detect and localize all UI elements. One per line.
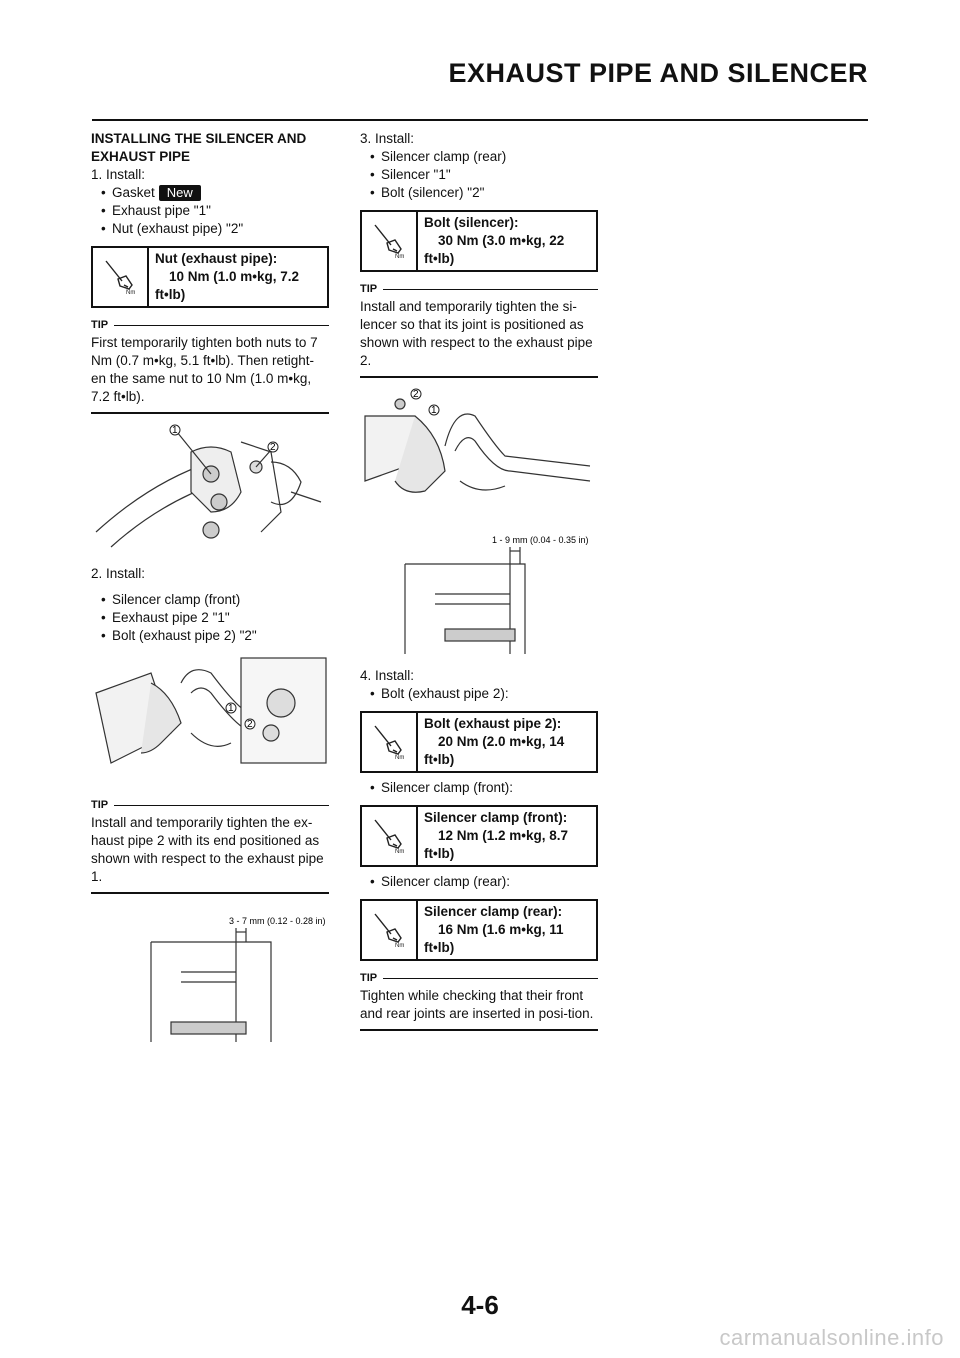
figure-silencer-install: 2 1 <box>360 386 598 521</box>
torque-unit: ft•lb) <box>424 752 455 767</box>
step-3-item: Bolt (silencer) "2" <box>370 184 598 202</box>
torque-wrench-icon: Nm <box>93 248 149 306</box>
tip-label: TIP <box>360 972 378 984</box>
left-column: INSTALLING THE SILENCER AND EXHAUST PIPE… <box>91 130 329 1055</box>
tip-1: TIP First temporarily tighten both nuts … <box>91 316 329 414</box>
step-3-label: 3. Install: <box>360 131 415 146</box>
torque-box-nut: Nm Nut (exhaust pipe): 10 Nm (1.0 m•kg, … <box>91 246 329 308</box>
torque-unit: ft•lb) <box>424 251 455 266</box>
step-1-item: Nut (exhaust pipe) "2" <box>101 220 329 238</box>
torque-unit: ft•lb) <box>424 940 455 955</box>
svg-text:Nm: Nm <box>395 849 404 855</box>
tip-label: TIP <box>360 283 378 295</box>
svg-text:Nm: Nm <box>395 254 404 260</box>
step-2-item: Eexhaust pipe 2 "1" <box>101 609 329 627</box>
callout-1: 1 <box>172 425 178 436</box>
torque-value: 16 Nm (1.6 m•kg, 11 <box>438 922 564 937</box>
svg-text:Nm: Nm <box>395 755 404 761</box>
svg-text:Nm: Nm <box>126 290 135 296</box>
section-heading: INSTALLING THE SILENCER AND EXHAUST PIPE <box>91 131 307 164</box>
figure-exhaust-pipe-2: 1 2 <box>91 653 329 788</box>
tip-4: TIP Tighten while checking that their fr… <box>360 969 598 1031</box>
right-column: 3. Install: Silencer clamp (rear) Silenc… <box>360 130 598 1031</box>
page-number: 4-6 <box>461 1290 499 1320</box>
torque-wrench-icon: Nm <box>362 212 418 270</box>
step-3-item: Silencer "1" <box>370 166 598 184</box>
torque-title: Bolt (silencer): <box>424 215 519 230</box>
tip-3: TIP Install and temporarily tighten the … <box>360 280 598 378</box>
step-4-item: Silencer clamp (rear): <box>370 873 598 891</box>
tip-text: Install and temporarily tighten the si-l… <box>360 299 593 368</box>
torque-wrench-icon: Nm <box>362 713 418 771</box>
title-rule <box>92 119 868 121</box>
callout-1: 1 <box>431 405 437 416</box>
new-badge: New <box>158 185 201 201</box>
torque-title: Silencer clamp (front): <box>424 810 568 825</box>
tip-text: First temporarily tighten both nuts to 7… <box>91 335 318 404</box>
step-4-item: Bolt (exhaust pipe 2): <box>370 685 598 703</box>
torque-unit: ft•lb) <box>155 287 186 302</box>
dimension-label: 3 - 7 mm (0.12 - 0.28 in) <box>229 916 326 926</box>
torque-title: Silencer clamp (rear): <box>424 904 563 919</box>
callout-1: 1 <box>228 703 234 714</box>
step-2-item: Bolt (exhaust pipe 2) "2" <box>101 627 329 645</box>
callout-2: 2 <box>247 719 253 730</box>
torque-box-bolt-exhaust-pipe-2: Nm Bolt (exhaust pipe 2): 20 Nm (2.0 m•k… <box>360 711 598 773</box>
torque-box-silencer: Nm Bolt (silencer): 30 Nm (3.0 m•kg, 22 … <box>360 210 598 272</box>
page-title: EXHAUST PIPE AND SILENCER <box>448 58 868 88</box>
dimension-label: 1 - 9 mm (0.04 - 0.35 in) <box>492 535 589 545</box>
step-4-label: 4. Install: <box>360 668 415 683</box>
torque-value: 12 Nm (1.2 m•kg, 8.7 <box>438 828 569 843</box>
watermark: carmanualsonline.info <box>719 1325 944 1350</box>
step-2-label: 2. Install: <box>91 566 146 581</box>
torque-box-silencer-clamp-front: Nm Silencer clamp (front): 12 Nm (1.2 m•… <box>360 805 598 867</box>
step-2-item: Silencer clamp (front) <box>101 591 329 609</box>
tip-text: Tighten while checking that their front … <box>360 988 594 1021</box>
torque-wrench-icon: Nm <box>362 901 418 959</box>
torque-title: Bolt (exhaust pipe 2): <box>424 716 562 731</box>
torque-value: 20 Nm (2.0 m•kg, 14 <box>438 734 565 749</box>
figure-exhaust-pipe-install: 1 2 <box>91 422 329 557</box>
torque-box-silencer-clamp-rear: Nm Silencer clamp (rear): 16 Nm (1.6 m•k… <box>360 899 598 961</box>
svg-text:Nm: Nm <box>395 943 404 949</box>
callout-2: 2 <box>413 389 419 400</box>
step-1-item: Exhaust pipe "1" <box>101 202 329 220</box>
torque-value: 30 Nm (3.0 m•kg, 22 <box>438 233 565 248</box>
torque-unit: ft•lb) <box>424 846 455 861</box>
figure-joint-clearance-1: 3 - 7 mm (0.12 - 0.28 in) <box>91 902 329 1047</box>
step-1-label: 1. Install: <box>91 167 146 182</box>
tip-label: TIP <box>91 799 109 811</box>
tip-2: TIP Install and temporarily tighten the … <box>91 796 329 894</box>
tip-text: Install and temporarily tighten the ex-h… <box>91 815 324 884</box>
tip-label: TIP <box>91 319 109 331</box>
torque-value: 10 Nm (1.0 m•kg, 7.2 <box>169 269 300 284</box>
torque-title: Nut (exhaust pipe): <box>155 251 278 266</box>
callout-2: 2 <box>270 442 276 453</box>
step-4-item: Silencer clamp (front): <box>370 779 598 797</box>
torque-wrench-icon: Nm <box>362 807 418 865</box>
figure-joint-clearance-2: 1 - 9 mm (0.04 - 0.35 in) <box>360 529 598 659</box>
step-3-item: Silencer clamp (rear) <box>370 148 598 166</box>
